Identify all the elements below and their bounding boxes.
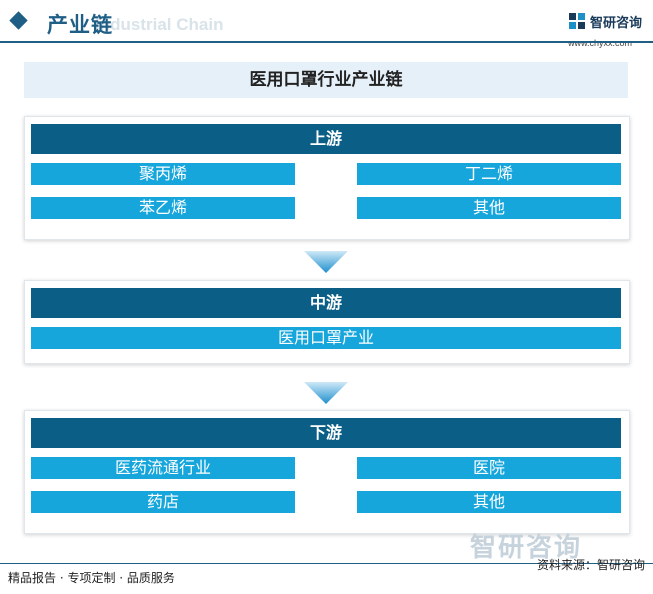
- logo-url: www.chyxx.com: [568, 38, 633, 48]
- downstream-band: 下游: [31, 418, 621, 448]
- footer-watermark: 智研咨询: [470, 533, 583, 563]
- downstream-item: 其他: [357, 491, 621, 513]
- header-divider: [0, 41, 653, 43]
- upstream-item: 聚丙烯: [31, 163, 295, 185]
- upstream-band: 上游: [31, 124, 621, 154]
- downstream-item: 医院: [357, 457, 621, 479]
- midstream-band: 中游: [31, 288, 621, 318]
- upstream-item: 丁二烯: [357, 163, 621, 185]
- footer-source: 资料来源：智研咨询: [536, 558, 645, 572]
- downstream-item: 药店: [31, 491, 295, 513]
- down-arrow-icon: [304, 382, 348, 404]
- upstream-item: 其他: [357, 197, 621, 219]
- diagram-title-box: 医用口罩行业产业链: [24, 62, 628, 98]
- logo-name: 智研咨询: [590, 16, 643, 31]
- footer-divider: [0, 563, 653, 564]
- midstream-panel: 中游 医用口罩产业: [24, 280, 630, 364]
- diagram-title: 医用口罩行业产业链: [249, 70, 403, 90]
- downstream-item: 医药流通行业: [31, 457, 295, 479]
- midstream-item: 医用口罩产业: [31, 327, 621, 349]
- page-header: Industrial Chain 产业链 智研咨询 www.chyxx.com: [0, 0, 653, 48]
- diamond-icon: [9, 11, 28, 30]
- downstream-panel: 下游 医药流通行业 医院 药店 其他: [24, 410, 630, 534]
- footer-slogan: 精品报告 · 专项定制 · 品质服务: [8, 571, 175, 585]
- logo-icon: [569, 13, 585, 29]
- header-watermark: Industrial Chain: [95, 15, 224, 34]
- page-title: 产业链: [47, 13, 113, 37]
- upstream-item: 苯乙烯: [31, 197, 295, 219]
- upstream-panel: 上游 聚丙烯 丁二烯 苯乙烯 其他: [24, 116, 630, 240]
- down-arrow-icon: [304, 251, 348, 273]
